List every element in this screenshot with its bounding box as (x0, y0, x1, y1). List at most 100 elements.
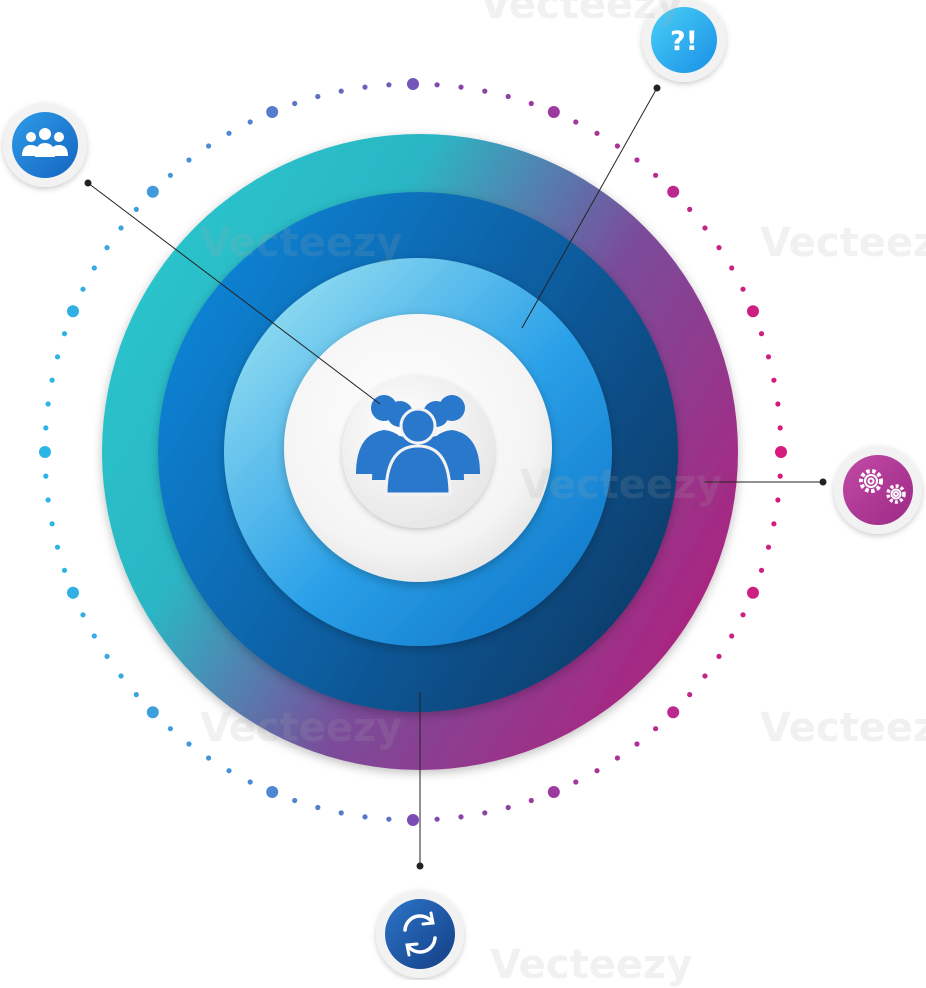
orbit-dot (407, 78, 419, 90)
connector-refresh-dot (416, 862, 424, 870)
refresh-icon (403, 911, 437, 957)
orbit-dot (186, 741, 192, 747)
orbit-dot (146, 185, 159, 198)
question-exclamation-icon: ?! (670, 26, 698, 57)
orbit-dot (266, 106, 279, 118)
orbit-dot (133, 692, 139, 698)
orbit-dot (386, 82, 392, 88)
orbit-dot (118, 225, 124, 231)
orbit-dot (687, 692, 693, 698)
orbit-dot (505, 93, 511, 100)
orbit-dot (362, 814, 368, 820)
callout-settings[interactable] (834, 446, 922, 534)
orbit-dot (80, 612, 86, 618)
orbit-dot (667, 185, 680, 198)
orbit-dot (45, 401, 51, 407)
dotted-orbit (39, 78, 787, 826)
orbit-dot (777, 425, 783, 431)
orbit-dot (758, 567, 765, 573)
orbit-dot (315, 804, 321, 811)
connector-team-dot (84, 179, 92, 187)
team-icon (22, 128, 68, 157)
orbit-dot (167, 172, 173, 178)
callout-question[interactable]: ?! (642, 0, 726, 82)
orbit-dot (758, 331, 765, 337)
orbit-dot (61, 331, 68, 337)
orbit-dot (547, 786, 560, 798)
callout-refresh[interactable] (376, 890, 464, 978)
orbit-dot (43, 473, 49, 479)
orbit-dot (740, 612, 746, 618)
orbit-dot (777, 473, 783, 479)
orbit-dot (775, 446, 787, 458)
orbit-dot (45, 497, 51, 503)
orbit-dot (702, 225, 708, 231)
orbit-dot (458, 84, 464, 90)
orbit-dot (434, 816, 440, 822)
orbit-dot (771, 521, 777, 527)
orbit-dot (573, 119, 579, 125)
orbit-dot (771, 377, 777, 383)
orbit-dot (61, 567, 68, 573)
orbit-dot (247, 779, 253, 785)
orbit-dot (458, 814, 464, 820)
orbit-dot (407, 814, 419, 826)
orbit-dot (226, 130, 232, 136)
orbit-dot (729, 265, 735, 271)
orbit-dot (292, 100, 298, 107)
orbit-dot (338, 810, 344, 816)
orbit-dot (528, 100, 534, 107)
connector-question-dot (653, 84, 661, 92)
orbit-dot (573, 779, 579, 785)
orbit-dot (104, 653, 110, 660)
orbit-dot (634, 157, 640, 163)
orbit-dot (765, 544, 772, 550)
orbit-dot (482, 88, 488, 94)
orbit-dot (43, 425, 49, 431)
orbit-dot (716, 245, 722, 251)
orbit-dot (67, 305, 79, 318)
group-of-people-icon (356, 395, 480, 496)
connector-settings-dot (819, 478, 827, 486)
orbit-dot (338, 88, 344, 94)
orbit-dot (49, 521, 55, 527)
callout-question-disc (651, 7, 717, 73)
orbit-dot (146, 706, 159, 719)
orbit-dot (80, 286, 86, 292)
orbit-dot (505, 804, 511, 811)
orbit-dot (49, 377, 55, 383)
orbit-dot (729, 633, 735, 639)
orbit-dot (653, 172, 659, 178)
orbit-dot (362, 84, 368, 90)
callout-team[interactable] (3, 103, 87, 187)
callout-refresh-disc (385, 899, 455, 969)
orbit-dot (91, 633, 97, 639)
orbit-dot (133, 206, 139, 212)
orbit-dot (687, 206, 693, 212)
orbit-dot (118, 673, 124, 679)
orbit-dot (614, 755, 621, 761)
orbit-dot (434, 82, 440, 88)
orbit-dot (386, 816, 392, 822)
orbit-dot (266, 786, 279, 798)
orbit-dot (775, 497, 781, 503)
orbit-dot (775, 401, 781, 407)
orbit-dot (54, 354, 61, 360)
orbit-dot (547, 106, 560, 118)
gears-icon (859, 469, 906, 504)
orbit-dot (765, 354, 772, 360)
orbit-dot (653, 726, 659, 732)
orbit-dot (747, 305, 759, 318)
orbit-dot (292, 797, 298, 804)
orbit-dot (667, 706, 680, 719)
connector-lines (84, 84, 827, 870)
orbit-dot (634, 741, 640, 747)
orbit-dot (39, 446, 51, 458)
orbit-dot (54, 544, 61, 550)
orbit-dot (594, 768, 600, 774)
orbit-dot (67, 586, 79, 599)
orbit-dot (702, 673, 708, 679)
orbit-dot (482, 810, 488, 816)
orbit-dot (104, 245, 110, 251)
orbit-dot (740, 286, 746, 292)
